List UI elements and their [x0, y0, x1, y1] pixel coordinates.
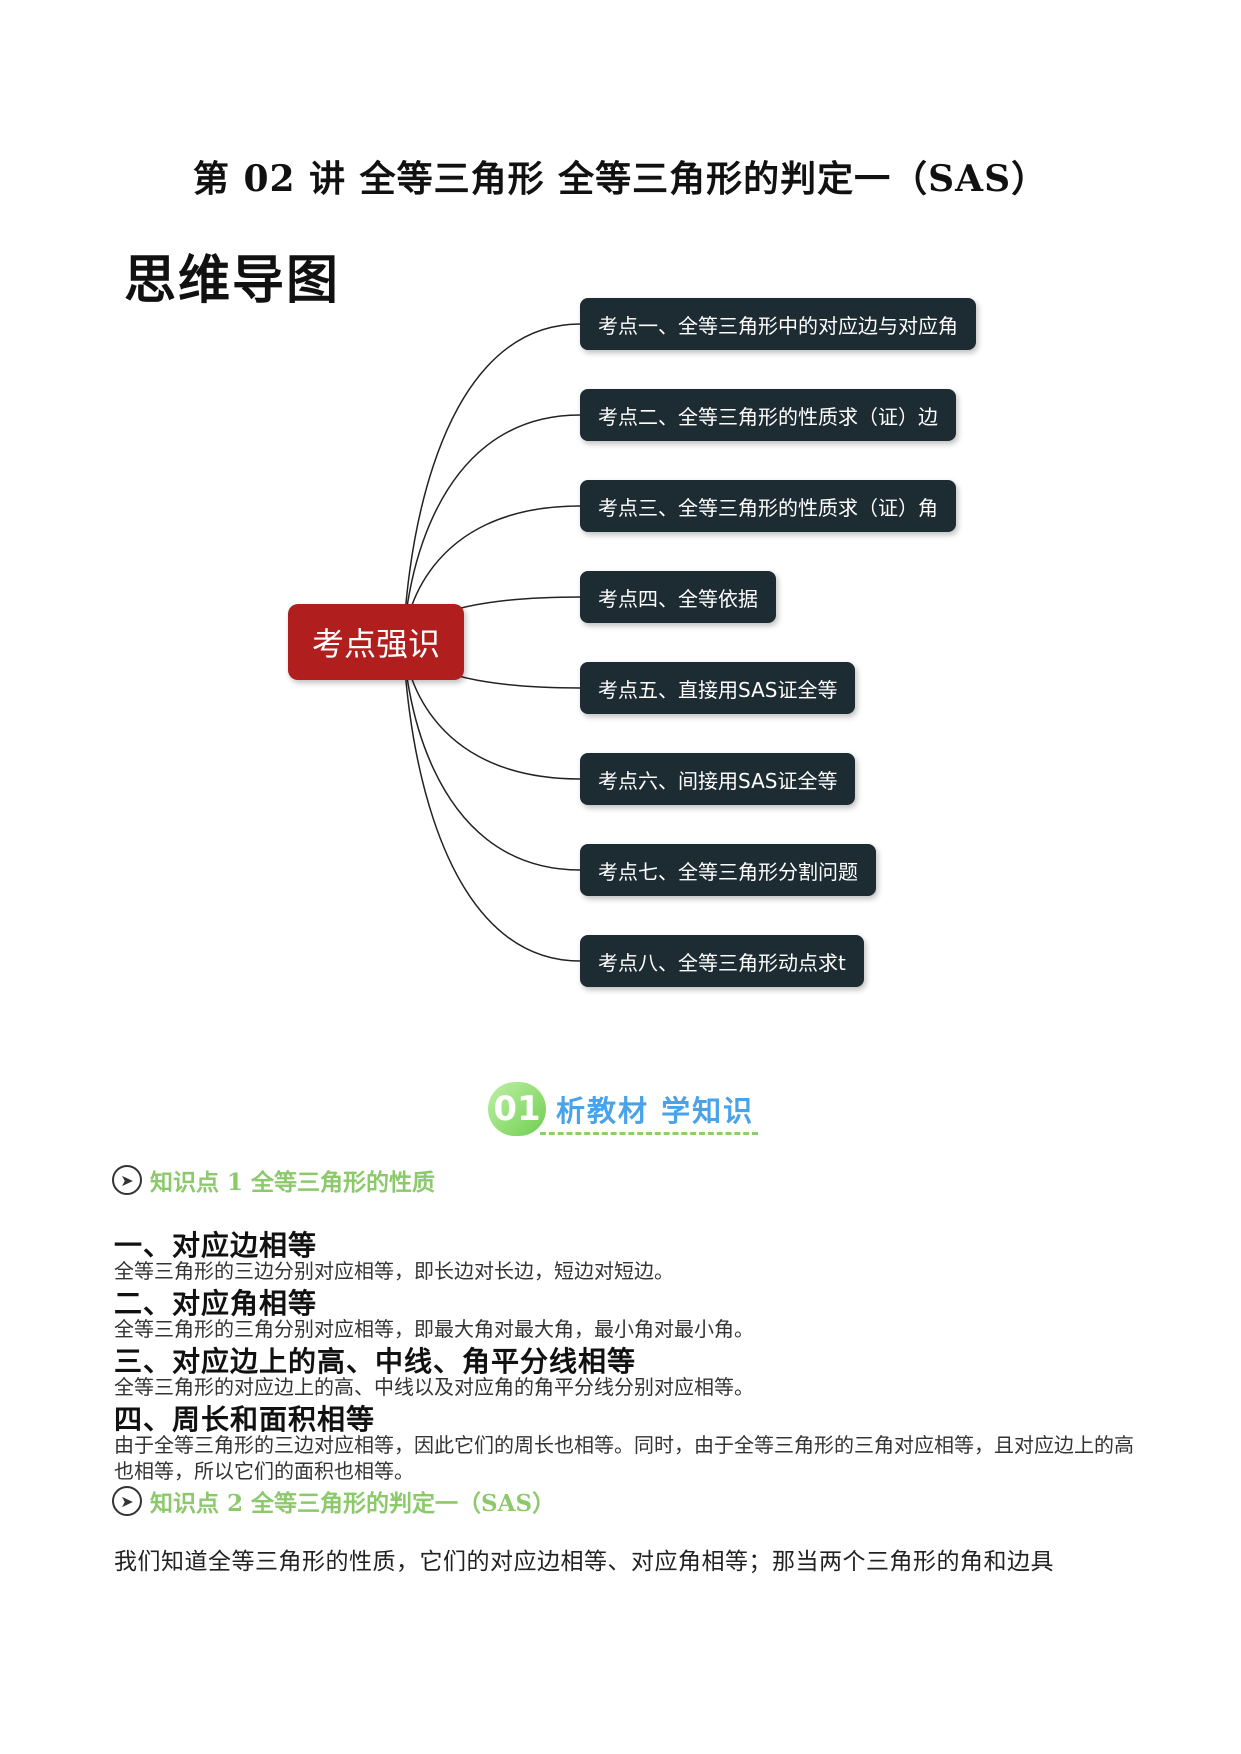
subsection-heading-4: 四、周长和面积相等: [114, 1403, 376, 1436]
subsection-heading-3: 三、对应边上的高、中线、角平分线相等: [114, 1345, 637, 1378]
mindmap-branch-5[interactable]: 考点五、直接用SAS证全等: [580, 662, 856, 714]
mindmap-branch-6[interactable]: 考点六、间接用SAS证全等: [580, 753, 856, 805]
mindmap-root-node[interactable]: 考点强识: [288, 604, 464, 680]
mindmap-branch-7[interactable]: 考点七、全等三角形分割问题: [580, 844, 876, 896]
mindmap-branch-1[interactable]: 考点一、全等三角形中的对应边与对应角: [580, 298, 976, 350]
section-title: 析教材 学知识: [556, 1094, 755, 1128]
connector-line: [403, 641, 581, 962]
mindmap-branch-8[interactable]: 考点八、全等三角形动点求t: [580, 935, 864, 987]
subsection-heading-1: 一、对应边相等: [114, 1229, 318, 1262]
subsection-body-1: 全等三角形的三边分别对应相等，即长边对长边，短边对短边。: [114, 1259, 674, 1283]
mindmap-branch-2[interactable]: 考点二、全等三角形的性质求（证）边: [580, 389, 956, 441]
mindmap-branch-4[interactable]: 考点四、全等依据: [580, 571, 776, 623]
arrow-circle-icon: ➤: [112, 1486, 142, 1516]
section-underline: [540, 1132, 758, 1135]
knowledge-point-1: ➤ 知识点 1 全等三角形的性质: [112, 1163, 435, 1197]
mindmap-heading: 思维导图: [124, 251, 341, 311]
intro-paragraph: 我们知道全等三角形的性质，它们的对应边相等、对应角相等；那当两个三角形的角和边具: [114, 1549, 1054, 1575]
subsection-body-3: 全等三角形的对应边上的高、中线以及对应角的角平分线分别对应相等。: [114, 1375, 754, 1399]
knowledge-point-label: 知识点 1 全等三角形的性质: [150, 1169, 436, 1196]
subsection-heading-2: 二、对应角相等: [114, 1287, 318, 1320]
connector-line: [403, 323, 581, 643]
subsection-body-4: 由于全等三角形的三边对应相等，因此它们的周长也相等。同时，由于全等三角形的三角对…: [114, 1433, 1134, 1483]
section-number: 01: [488, 1082, 546, 1136]
mindmap-branch-3[interactable]: 考点三、全等三角形的性质求（证）角: [580, 480, 956, 532]
arrow-circle-icon: ➤: [112, 1165, 142, 1195]
section-badge: 01 析教材 学知识: [488, 1082, 754, 1136]
knowledge-point-label: 知识点 2 全等三角形的判定一（SAS）: [150, 1490, 556, 1517]
knowledge-point-2: ➤ 知识点 2 全等三角形的判定一（SAS）: [112, 1484, 555, 1518]
page-title: 第 02 讲 全等三角形 全等三角形的判定一（SAS）: [192, 158, 1049, 200]
subsection-body-2: 全等三角形的三角分别对应相等，即最大角对最大角，最小角对最小角。: [114, 1317, 754, 1341]
